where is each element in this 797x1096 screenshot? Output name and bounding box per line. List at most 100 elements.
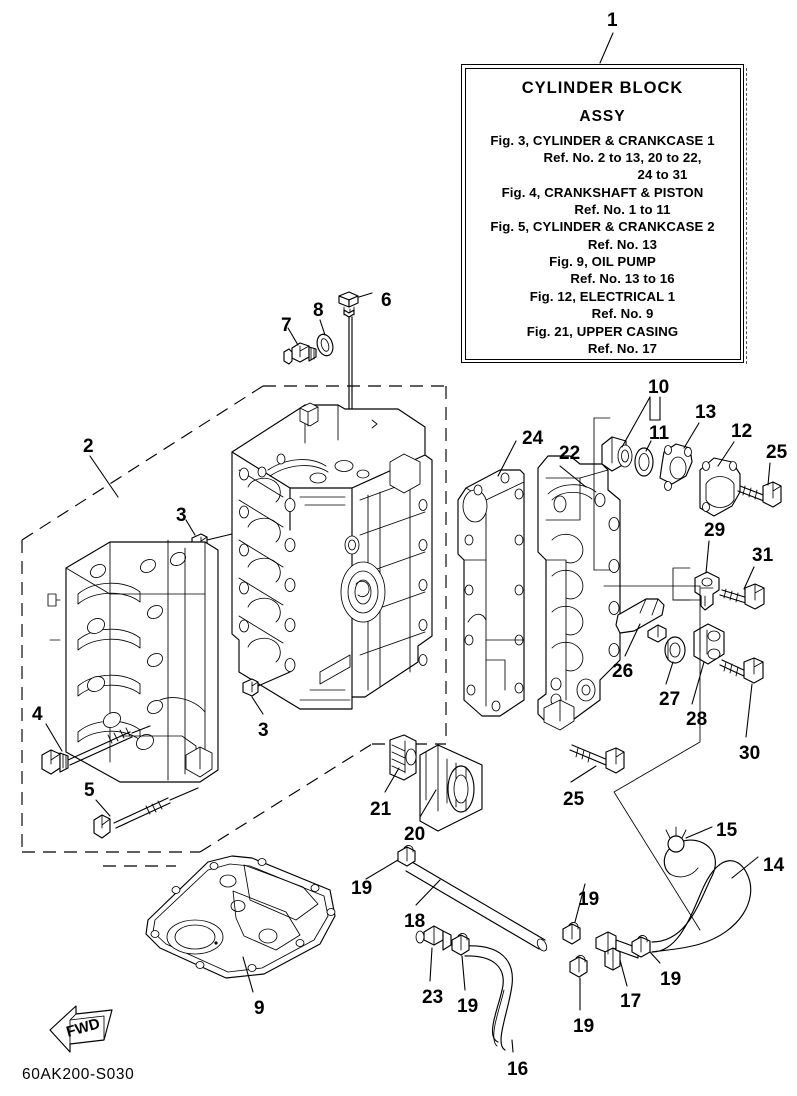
callout-pipe-straight[interactable]: 18 (404, 911, 426, 932)
callout-gasket-washer[interactable]: 8 (313, 300, 324, 321)
callout-oil-filter[interactable]: 20 (404, 824, 426, 845)
callout-gasket-thermostat-cover[interactable]: 13 (695, 402, 717, 423)
callout-joint-connector[interactable]: 17 (620, 991, 642, 1012)
callout-fitting[interactable]: 23 (422, 987, 444, 1008)
callout-cylinder-block-group-boundary[interactable]: 2 (83, 436, 94, 457)
callout-dowel-pin-lower[interactable]: 3 (258, 720, 269, 741)
boundary-sweep-right (603, 585, 701, 931)
callout-oil-pump-housing[interactable]: 22 (559, 443, 581, 464)
callout-clamp-hose-end[interactable]: 15 (716, 820, 738, 841)
part-11-thermostat (634, 440, 654, 477)
part-25-bolt-lower (569, 744, 625, 783)
part-5-bolt-short (93, 787, 199, 839)
cylinder-front-face (299, 453, 428, 701)
part-31-bolt-bracket (719, 566, 765, 610)
callout-drain-plug[interactable]: 7 (281, 315, 292, 336)
legend-ref-21: Ref. No. 17 (587, 340, 658, 356)
callout-hose-long[interactable]: 14 (763, 855, 785, 876)
part-29-bracket (694, 540, 720, 611)
fwd-label-text: FWD (64, 1015, 102, 1041)
legend-ref-4: Ref. No. 1 to 11 (574, 201, 671, 217)
part-8-gasket-washer (316, 319, 334, 357)
part-19-clip-2 (562, 883, 586, 945)
thermostat-bracket-lines (593, 417, 611, 571)
legend-ref-9: Ref. No. 13 to 16 (570, 271, 675, 287)
bracket-29-group-lines (672, 567, 706, 601)
callout-thermostat[interactable]: 11 (649, 423, 670, 444)
callout-plug-bolt[interactable]: 6 (381, 290, 392, 311)
legend-box-shadow (746, 68, 747, 364)
callout-clamp-bracket[interactable]: 28 (686, 709, 708, 730)
legend-title: CYLINDER BLOCK (521, 79, 684, 97)
callout-clip-3[interactable]: 19 (660, 969, 682, 990)
callout-pipe-breather[interactable]: 26 (612, 661, 634, 682)
callout-clip-2[interactable]: 19 (578, 889, 600, 910)
callout-bolt-cover-upper[interactable]: 25 (766, 442, 788, 463)
callout-clip-1[interactable]: 19 (351, 878, 373, 899)
callout-hose-short[interactable]: 16 (507, 1059, 529, 1080)
fwd-arrow-shape (49, 1005, 113, 1053)
part-28-clamp-bracket (691, 623, 725, 705)
part-18-pipe-straight (405, 861, 548, 952)
callout-oil-filter-adapter[interactable]: 21 (370, 799, 392, 820)
legend-fig-9: Fig. 9, OIL PUMP (549, 254, 656, 270)
part-27-grommet (664, 636, 686, 685)
callout-bolt-long[interactable]: 4 (32, 704, 43, 725)
part-25-bolt-upper (737, 462, 782, 508)
callout-grommet[interactable]: 27 (659, 689, 681, 710)
part-3-dowel-lower (242, 671, 291, 715)
callout-bolt-clamp[interactable]: 30 (739, 743, 761, 764)
part-12-thermostat-cover (699, 441, 741, 517)
legend-ref-3b: 24 to 31 (637, 167, 688, 183)
part-7-drain-plug (283, 327, 317, 365)
callout-bracket[interactable]: 29 (704, 520, 726, 541)
part-21-oil-filter-adapter (384, 734, 417, 793)
part-15-clamp-hose-end (665, 826, 713, 853)
cylinder-left-face (238, 467, 296, 672)
callout-bolt-bracket[interactable]: 31 (752, 545, 774, 566)
callout-cylinder-block-assy[interactable]: 1 (607, 10, 618, 31)
part-30-bolt-clamp (719, 657, 764, 738)
callout-clip-4[interactable]: 19 (457, 996, 479, 1017)
part-23-fitting (415, 925, 452, 982)
part-6-plug-bolt (338, 291, 373, 318)
part-13-gasket-thermostat-cover (659, 422, 700, 491)
callout-thermostat-kit[interactable]: 10 (648, 377, 670, 398)
fwd-text-svg: FWD (64, 1015, 102, 1041)
drawing-code: 60AK200-S030 (22, 1066, 135, 1083)
legend-box: CYLINDER BLOCK ASSY Fig. 3, CYLINDER & C… (461, 64, 744, 363)
callout-bolt-short[interactable]: 5 (84, 780, 95, 801)
legend-fig-12: Fig. 12, ELECTRICAL 1 (529, 288, 676, 304)
fwd-direction-marker: FWD (48, 1006, 114, 1052)
legend-fig-3: Fig. 3, CYLINDER & CRANKCASE 1 (490, 133, 715, 148)
legend-ref-3a: Ref. No. 2 to 13, 20 to 22, (543, 150, 702, 166)
part-10-thermostat-kit (601, 396, 661, 472)
part-19-clip-1 (365, 845, 416, 880)
part-4-bolt-long (41, 723, 151, 775)
callout-dowel-pin-upper[interactable]: 3 (176, 505, 187, 526)
part-14-hose-long (651, 839, 759, 953)
callout-gasket-lower-casing[interactable]: 9 (254, 998, 265, 1019)
legend-fig-5: Fig. 5, CYLINDER & CRANKCASE 2 (490, 219, 715, 235)
group-boundary-dashed (21, 385, 447, 867)
legend-ref-5: Ref. No. 13 (587, 236, 658, 252)
callout-thermostat-cover[interactable]: 12 (731, 421, 753, 442)
part-26-pipe-breather (615, 598, 667, 657)
callout-gasket-cover[interactable]: 24 (522, 428, 544, 449)
part-19-clip-3 (631, 935, 661, 964)
part-19-clip-5 (569, 955, 588, 1011)
part-20-oil-filter (419, 744, 483, 832)
part-9-gasket-lower-casing (145, 855, 336, 993)
part-19-clip-4 (451, 933, 470, 991)
part-17-joint-connector (595, 931, 639, 987)
callout-bolt-cover-lower[interactable]: 25 (563, 789, 585, 810)
callout-clip-5[interactable]: 19 (573, 1016, 595, 1037)
leader-1 (599, 32, 614, 64)
part-22-oil-pump-housing (537, 455, 621, 731)
leader-2 (89, 455, 119, 498)
legend-ref-12: Ref. No. 9 (591, 305, 654, 321)
legend-subtitle: ASSY (579, 108, 626, 125)
part-16-hose-short (464, 945, 514, 1053)
